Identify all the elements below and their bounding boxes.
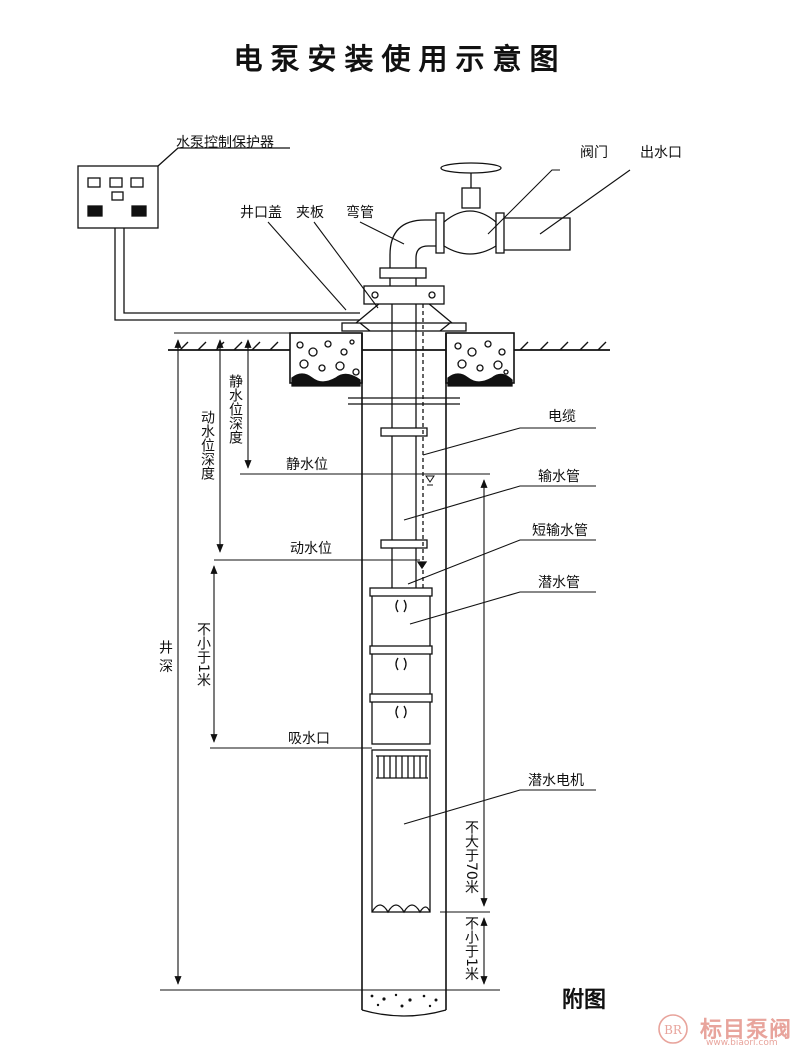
label-dynamic-depth: 动水位深度 bbox=[199, 410, 215, 480]
well-cover bbox=[341, 285, 467, 332]
pipe-couplings bbox=[380, 427, 428, 549]
valve bbox=[440, 162, 571, 255]
label-static-level: 静水位 bbox=[286, 457, 328, 473]
label-sub-pipe: 潜水管 bbox=[538, 575, 580, 591]
ground-hatch bbox=[179, 341, 607, 351]
br-logo-icon: BR bbox=[658, 1014, 688, 1044]
label-outlet: 出水口 bbox=[640, 145, 682, 161]
label-static-depth: 静水位深度 bbox=[227, 374, 243, 444]
concrete-left bbox=[289, 332, 363, 387]
controller-box bbox=[77, 165, 159, 229]
dimension-lines bbox=[174, 339, 488, 985]
pump-stages bbox=[369, 587, 433, 745]
label-elbow: 弯管 bbox=[346, 205, 374, 221]
watermark-url: www.biaori.com bbox=[706, 1038, 778, 1048]
leader-lines bbox=[267, 221, 596, 825]
label-well-cover: 井口盖 bbox=[240, 205, 282, 221]
submersible-motor bbox=[371, 749, 431, 914]
svg-text:BR: BR bbox=[664, 1023, 683, 1037]
label-well-depth: 井 深 bbox=[157, 640, 173, 673]
label-max70: 不大于70米 bbox=[463, 820, 479, 894]
label-valve: 阀门 bbox=[580, 145, 608, 161]
label-clamp: 夹板 bbox=[296, 205, 324, 221]
appendix-label: 附图 bbox=[562, 988, 607, 1013]
well-bottom-gravel bbox=[370, 993, 438, 1008]
label-min1-top: 不小于1米 bbox=[195, 622, 211, 687]
label-cable: 电缆 bbox=[548, 409, 576, 425]
label-delivery-pipe: 输水管 bbox=[538, 469, 580, 485]
label-intake: 吸水口 bbox=[288, 731, 330, 747]
label-dynamic-level: 动水位 bbox=[290, 541, 332, 557]
label-min1-bottom: 不小于1米 bbox=[463, 916, 479, 981]
watermark: BR 标目泵阀 www.biaori.com bbox=[650, 1008, 800, 1050]
watermark-brand: 标目泵阀 bbox=[700, 1018, 793, 1043]
elbow-pipe bbox=[379, 212, 445, 286]
label-short-pipe: 短输水管 bbox=[532, 523, 588, 539]
concrete-right bbox=[445, 332, 515, 387]
label-controller: 水泵控制保护器 bbox=[176, 135, 274, 151]
label-motor: 潜水电机 bbox=[528, 773, 584, 789]
diagram-title: 电泵安装使用示意图 bbox=[233, 42, 567, 76]
